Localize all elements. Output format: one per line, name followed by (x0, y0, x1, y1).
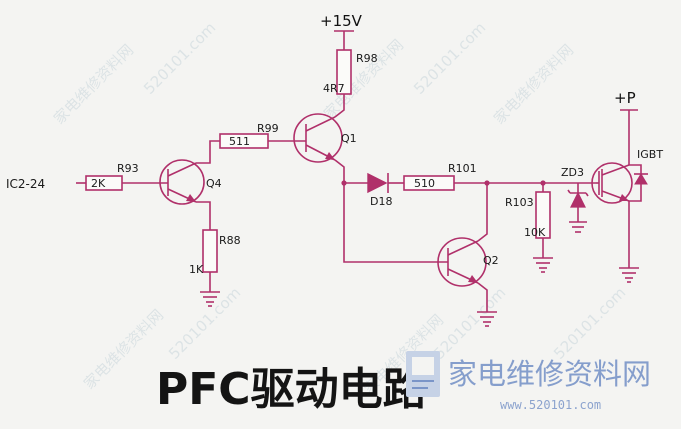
r103-value: 10K (524, 226, 546, 239)
zener-zd3 (567, 189, 589, 208)
igbt-label: IGBT (637, 148, 663, 161)
ground-symbol (477, 311, 497, 327)
vp-label: +P (614, 89, 636, 107)
r88-value: 1K (189, 263, 204, 276)
input-label: IC2-24 (6, 177, 45, 191)
r93-value: 2K (91, 177, 106, 190)
ground-symbol (200, 291, 220, 307)
watermark-url: 520101.com (165, 284, 244, 363)
wire-q4-emitter (196, 201, 211, 230)
transistor-q1 (293, 113, 343, 163)
logo-url: www.520101.com (500, 398, 601, 412)
wire-q2-emitter (477, 282, 488, 312)
wire-q1-emitter (334, 159, 345, 183)
watermark-text: 家电维修资料网 (490, 41, 577, 128)
r99-value: 511 (229, 135, 250, 148)
watermark-url: 520101.com (140, 19, 219, 98)
q2-label: Q2 (483, 254, 499, 267)
transistor-q4 (159, 159, 205, 205)
ground-symbol (533, 257, 553, 273)
wire-q1-q2 (343, 183, 448, 263)
resistor-r88 (202, 229, 218, 273)
r88-label: R88 (219, 234, 241, 247)
ground-symbol (619, 267, 639, 283)
r101-label: R101 (448, 162, 477, 175)
r101-value: 510 (414, 177, 435, 190)
d18-label: D18 (370, 195, 392, 208)
r98-value: 4R7 (323, 82, 345, 95)
diode-d18 (367, 172, 389, 194)
transistor-q2 (437, 237, 487, 287)
igbt-transistor (591, 162, 648, 204)
logo-text: 家电维修资料网 (448, 357, 651, 391)
vcc-label: +15V (320, 12, 363, 30)
wire-q4-collector (196, 140, 220, 164)
wire-q2-collector (477, 183, 488, 242)
watermark-text: 家电维修资料网 (320, 36, 407, 123)
ground-symbol (569, 221, 587, 233)
r93-label: R93 (117, 162, 139, 175)
r103-label: R103 (505, 196, 534, 209)
r98-label: R98 (356, 52, 378, 65)
watermark-text: 家电维修资料网 (50, 41, 137, 128)
q1-label: Q1 (341, 132, 357, 145)
site-logo: 家电维修资料网 www.520101.com (406, 351, 651, 412)
zd3-label: ZD3 (561, 166, 584, 179)
r99-label: R99 (257, 122, 279, 135)
q4-label: Q4 (206, 177, 222, 190)
diagram-title: PFC驱动电路 (156, 364, 428, 415)
watermark-url: 520101.com (550, 284, 629, 363)
watermark-url: 520101.com (410, 19, 489, 98)
watermark-text: 家电维修资料网 (80, 306, 167, 393)
wire-r98-q1 (334, 94, 345, 118)
